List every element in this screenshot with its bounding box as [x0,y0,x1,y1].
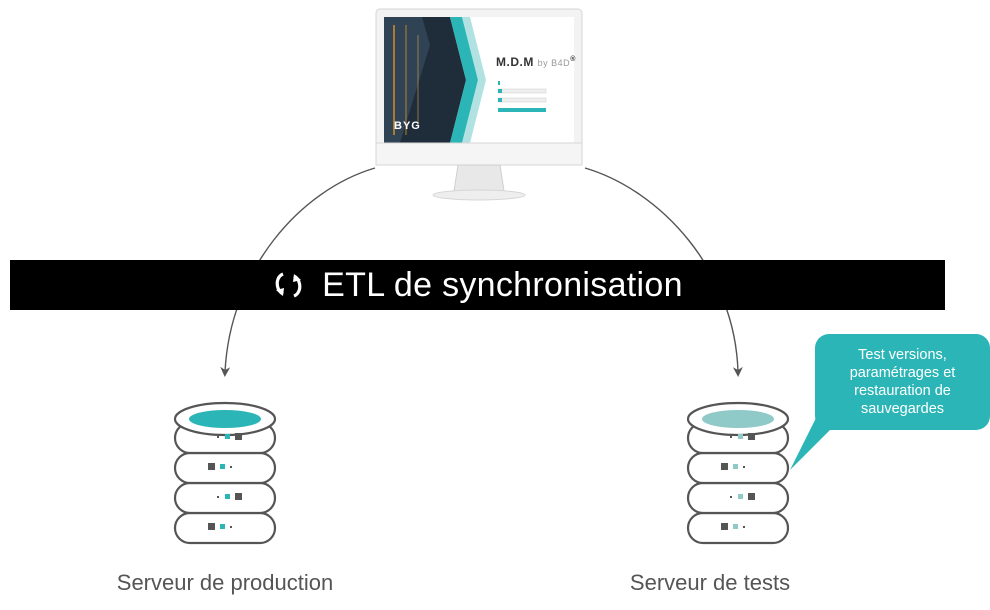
arrow-to-production [220,167,376,377]
database-server-icon [686,401,790,545]
computer-monitor-icon [375,8,583,201]
callout-text: Test versions, paramétrages et restaurat… [849,347,956,417]
etl-label: ETL de synchronisation [322,265,683,304]
monitor-brand-mark: ® [570,56,576,63]
etl-banner: ETL de synchronisation [10,260,945,310]
monitor-brand-suffix: by B4D [537,58,571,68]
callout-bubble: Test versions, paramétrages et restaurat… [815,334,990,430]
arrow-to-tests [584,167,743,377]
sync-icon [275,272,302,298]
monitor-brand-name: M.D.M [496,55,534,69]
monitor-logo: BYG [394,120,421,132]
database-server-icon [173,401,277,545]
monitor-brand: M.D.M by B4D® [496,55,576,69]
server-label-tests: Serveur de tests [629,570,791,595]
server-label-production: Serveur de production [116,570,334,595]
